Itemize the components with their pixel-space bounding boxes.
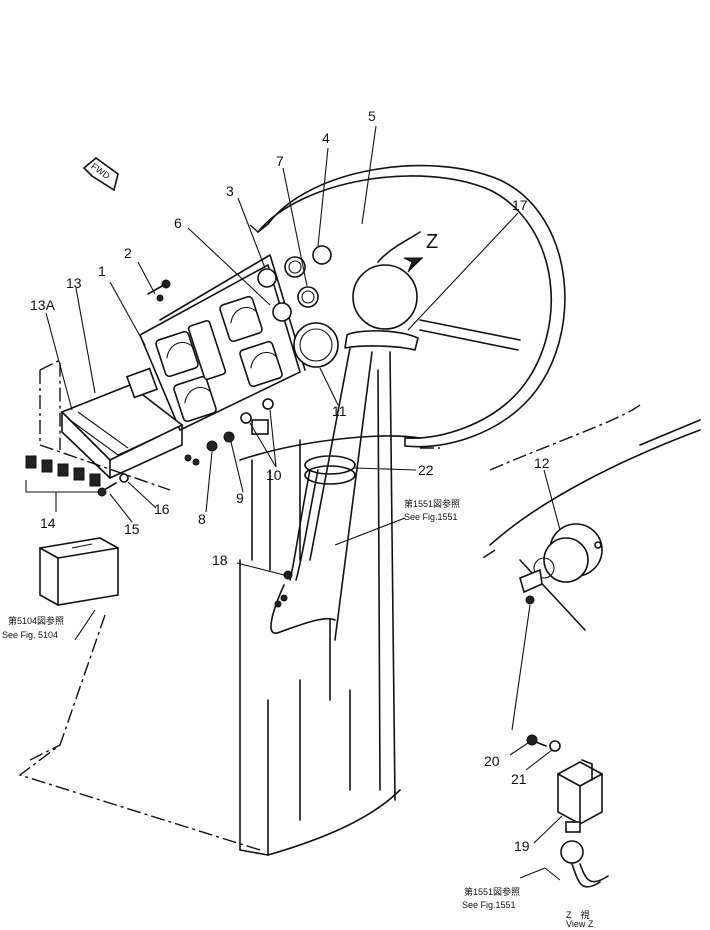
callout-13a: 13A [30, 297, 55, 313]
ref-fig1551-bottom-jp: 第1551図参照 [464, 887, 521, 897]
ref-fig1551-top-en: See Fig.1551 [404, 512, 458, 522]
key-switch-area [479, 404, 701, 631]
callout-4: 4 [322, 130, 330, 146]
ref-fig5104-jp: 第5104図参照 [8, 616, 65, 626]
callout-11: 11 [332, 403, 347, 419]
wire-harness [270, 455, 356, 634]
callout-9: 9 [236, 490, 244, 506]
view-z-jp: Z 視 [566, 910, 590, 920]
callout-22: 22 [418, 462, 434, 478]
relay-box [39, 537, 119, 606]
callout-8: 8 [198, 511, 206, 527]
callout-6: 6 [174, 215, 182, 231]
callout-10: 10 [266, 467, 282, 483]
callout-5: 5 [368, 108, 376, 124]
view-z-en: View Z [566, 919, 594, 929]
cab-outline [18, 224, 440, 851]
callout-3: 3 [226, 183, 234, 199]
ref-fig1551-top-jp: 第1551図参照 [404, 499, 461, 509]
callout-13: 13 [66, 275, 82, 291]
steering-column [239, 347, 421, 856]
leader-lines [45, 125, 563, 881]
callout-17: 17 [512, 197, 528, 213]
callout-20: 20 [484, 753, 500, 769]
instrument-panel [138, 245, 339, 466]
callout-14: 14 [40, 515, 56, 531]
fuse-set [25, 455, 101, 512]
callout-19: 19 [514, 838, 530, 854]
ref-fig5104-en: See Fig. 5104 [2, 630, 59, 640]
callout-18: 18 [212, 552, 228, 568]
callout-2: 2 [124, 245, 132, 261]
view-z-arrow [403, 257, 424, 273]
callout-16: 16 [154, 501, 170, 517]
callout-15: 15 [124, 521, 140, 537]
callout-1: 1 [98, 263, 106, 279]
relay-unit [526, 734, 609, 888]
fwd-arrow [82, 156, 119, 192]
ref-fig1551-bottom-en: See Fig.1551 [462, 900, 516, 910]
fuse-box [60, 367, 184, 479]
steering-wheel [257, 164, 566, 448]
callout-21: 21 [511, 771, 527, 787]
callout-12: 12 [534, 455, 550, 471]
callout-7: 7 [276, 153, 284, 169]
fasteners [97, 279, 171, 497]
view-z-letter: Z [426, 231, 439, 253]
